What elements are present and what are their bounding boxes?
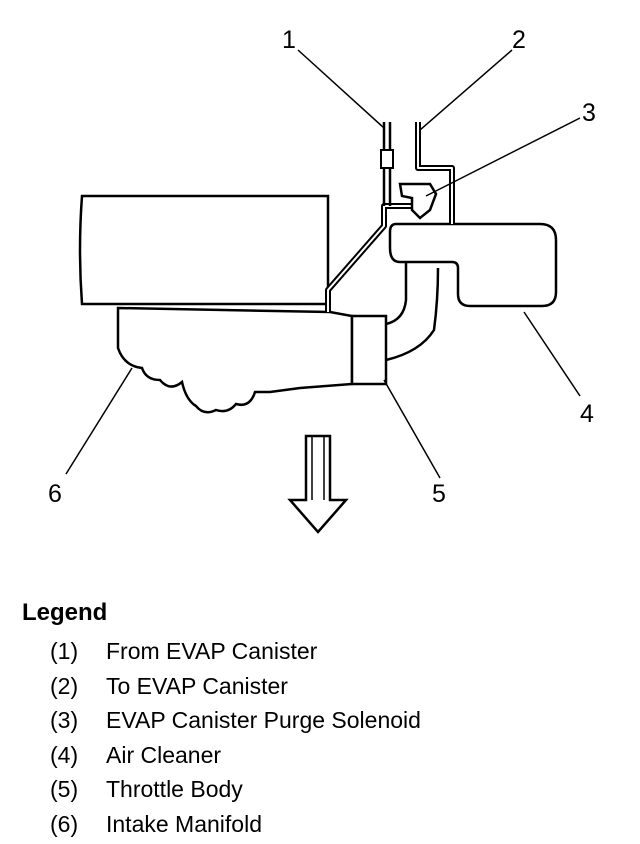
legend: Legend (1) From EVAP Canister (2) To EVAP C… bbox=[22, 598, 622, 842]
callout-1: 1 bbox=[282, 26, 296, 54]
throttle-body bbox=[350, 314, 388, 386]
legend-item: (1) From EVAP Canister bbox=[50, 634, 622, 669]
legend-items: (1) From EVAP Canister (2) To EVAP Canister… bbox=[22, 634, 622, 842]
legend-item: (2) To EVAP Canister bbox=[50, 669, 622, 704]
intake-manifold bbox=[116, 306, 354, 414]
purge-hose bbox=[325, 203, 418, 312]
evap-system-diagram: 1 2 3 4 5 6 bbox=[48, 26, 596, 534]
flow-arrow-shaft-lines bbox=[311, 436, 325, 500]
legend-item-number: (1) bbox=[50, 638, 79, 664]
legend-item-label: From EVAP Canister bbox=[106, 638, 318, 664]
legend-item-number: (5) bbox=[50, 776, 79, 803]
leader-line-6 bbox=[65, 367, 133, 475]
leader-line-1 bbox=[297, 49, 385, 129]
legend-item-label: EVAP Canister Purge Solenoid bbox=[106, 707, 421, 734]
callout-5: 5 bbox=[432, 480, 446, 508]
hose-to-canister-inner bbox=[417, 122, 453, 224]
air-cleaner bbox=[388, 222, 558, 308]
legend-item-number: (6) bbox=[50, 810, 79, 837]
leader-line-5 bbox=[383, 379, 441, 479]
legend-item-number: (2) bbox=[50, 672, 79, 699]
legend-item: (5) Throttle Body bbox=[50, 772, 622, 807]
purge-hose-inner bbox=[327, 205, 418, 312]
leader-line-3 bbox=[425, 117, 581, 197]
legend-item: (4) Air Cleaner bbox=[50, 738, 622, 773]
intake-duct bbox=[385, 262, 440, 362]
legend-item-number: (3) bbox=[50, 707, 79, 734]
hose-from-canister bbox=[382, 122, 392, 206]
callout-3: 3 bbox=[582, 99, 596, 127]
callout-2: 2 bbox=[512, 26, 526, 54]
legend-title: Legend bbox=[22, 599, 108, 626]
purge-solenoid bbox=[398, 182, 438, 220]
legend-item-label: Air Cleaner bbox=[106, 741, 222, 768]
engine-block bbox=[78, 194, 330, 306]
leader-line-2 bbox=[419, 49, 513, 131]
legend-item-number: (4) bbox=[50, 741, 79, 768]
legend-item-label: To EVAP Canister bbox=[106, 672, 288, 699]
hose-connector bbox=[380, 149, 394, 169]
legend-item-label: Intake Manifold bbox=[106, 810, 262, 837]
callout-6: 6 bbox=[48, 480, 62, 508]
legend-item: (3) EVAP Canister Purge Solenoid bbox=[50, 703, 622, 738]
flow-arrow-down bbox=[287, 434, 349, 534]
leader-line-4 bbox=[523, 311, 581, 397]
legend-item-label: Throttle Body bbox=[106, 776, 243, 803]
legend-item: (6) Intake Manifold bbox=[50, 807, 622, 842]
callout-4: 4 bbox=[580, 400, 594, 428]
